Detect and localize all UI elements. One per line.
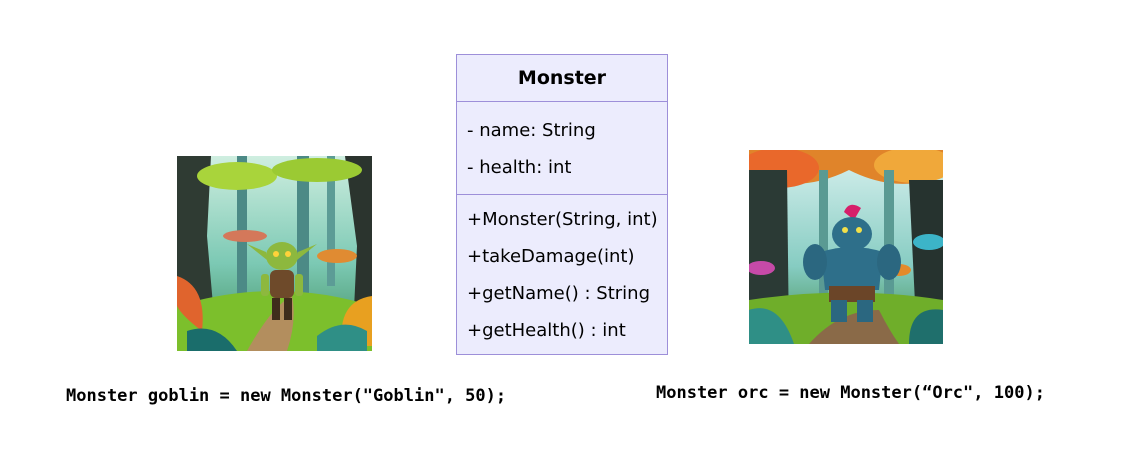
class-name: Monster — [457, 55, 667, 102]
orc-instantiation-code: Monster orc = new Monster(“Orc", 100); — [656, 383, 1045, 403]
uml-class-box: Monster - name: String - health: int +Mo… — [456, 54, 668, 355]
attribute-name: - name: String — [467, 120, 596, 141]
methods-compartment: +Monster(String, int) +takeDamage(int) +… — [457, 195, 667, 356]
goblin-instantiation-code: Monster goblin = new Monster("Goblin", 5… — [66, 386, 507, 406]
method-take-damage: +takeDamage(int) — [467, 246, 635, 267]
attribute-health: - health: int — [467, 157, 572, 178]
goblin-image — [177, 156, 372, 351]
orc-image — [749, 150, 943, 344]
method-get-name: +getName() : String — [467, 283, 651, 304]
attributes-compartment: - name: String - health: int — [457, 102, 667, 195]
method-get-health: +getHealth() : int — [467, 320, 626, 341]
method-constructor: +Monster(String, int) — [467, 209, 658, 230]
